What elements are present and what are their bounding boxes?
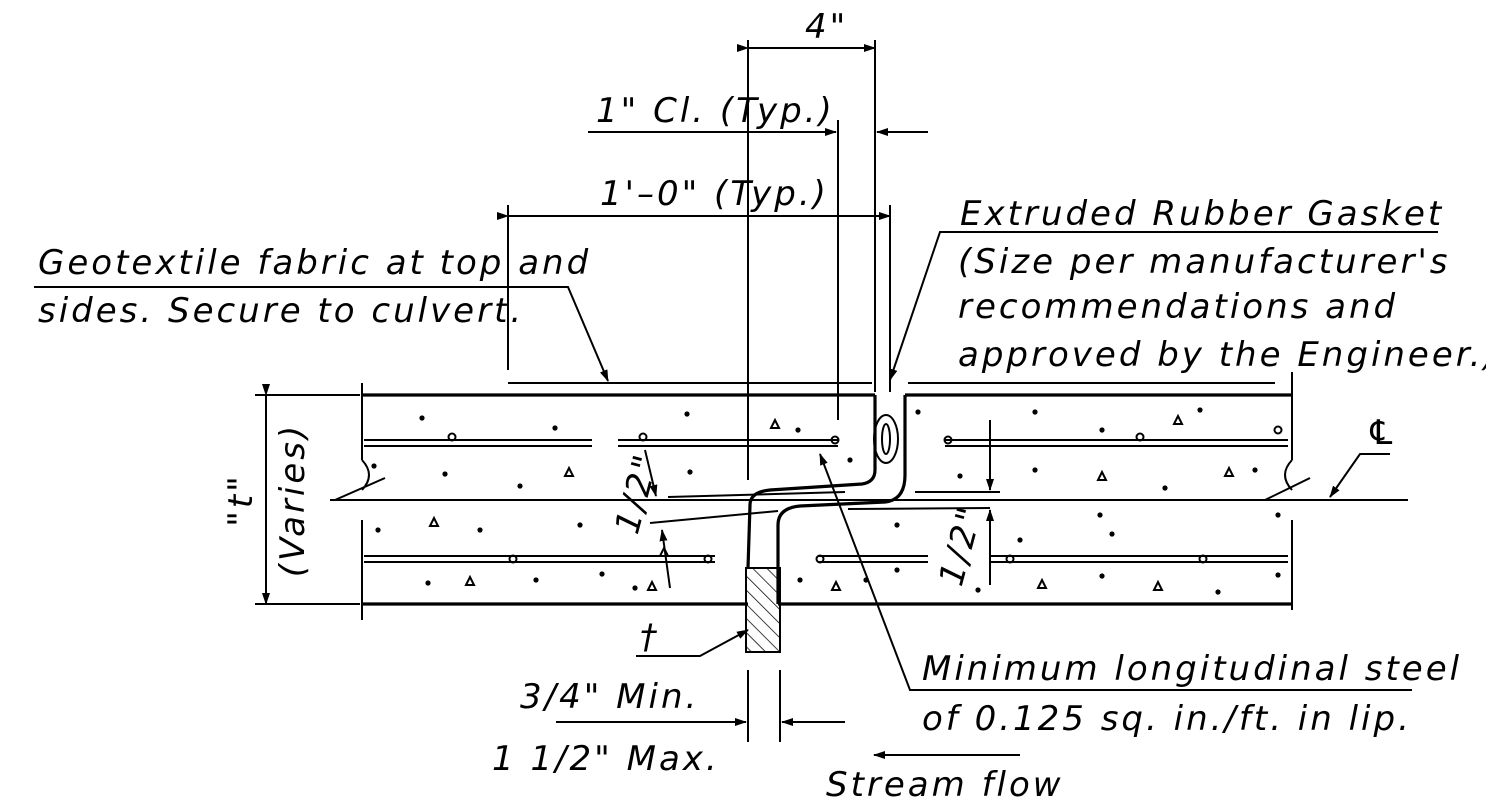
- gasket-note-3: approved by the Engineer.): [958, 335, 1486, 375]
- stream-flow-label: Stream flow: [826, 765, 1064, 803]
- steel-note-2: of 0.125 sq. in./ft. in lip.: [922, 699, 1412, 739]
- lap-length-label: 1'–0" (Typ.): [600, 174, 829, 214]
- gap-min-label: 3/4" Min.: [520, 677, 699, 717]
- slab-outline: [330, 372, 1408, 620]
- geotextile-note-2: sides. Secure to culvert.: [38, 291, 524, 331]
- rubber-gasket: [873, 414, 899, 464]
- thickness-varies-label: (Varies): [273, 423, 313, 578]
- half-inch-left: 1/2": [607, 448, 667, 538]
- joint-filler-hatch: [745, 567, 781, 653]
- centerline-symbol: ℄: [1366, 413, 1399, 453]
- gap-max-label: 1 1/2" Max.: [492, 739, 720, 779]
- gasket-note-2: recommendations and: [958, 287, 1398, 327]
- leader-lines: [34, 231, 1438, 759]
- gasket-note-1: (Size per manufacturer's: [958, 242, 1451, 282]
- dim-4in: 4": [805, 7, 848, 47]
- thickness-t-label: "t": [221, 473, 261, 527]
- clear-cover-label: 1" Cl. (Typ.): [596, 91, 835, 131]
- dimension-lines: [255, 40, 1275, 742]
- aggregate-marks: [371, 407, 1281, 595]
- geotextile-note-1: Geotextile fabric at top and: [38, 243, 591, 283]
- dagger-note-mark: †: [640, 617, 660, 657]
- half-inch-right: 1/2": [931, 500, 991, 590]
- reinforcing-steel: [364, 425, 1288, 564]
- gasket-title: Extruded Rubber Gasket: [960, 194, 1444, 234]
- steel-note-1: Minimum longitudinal steel: [922, 649, 1462, 689]
